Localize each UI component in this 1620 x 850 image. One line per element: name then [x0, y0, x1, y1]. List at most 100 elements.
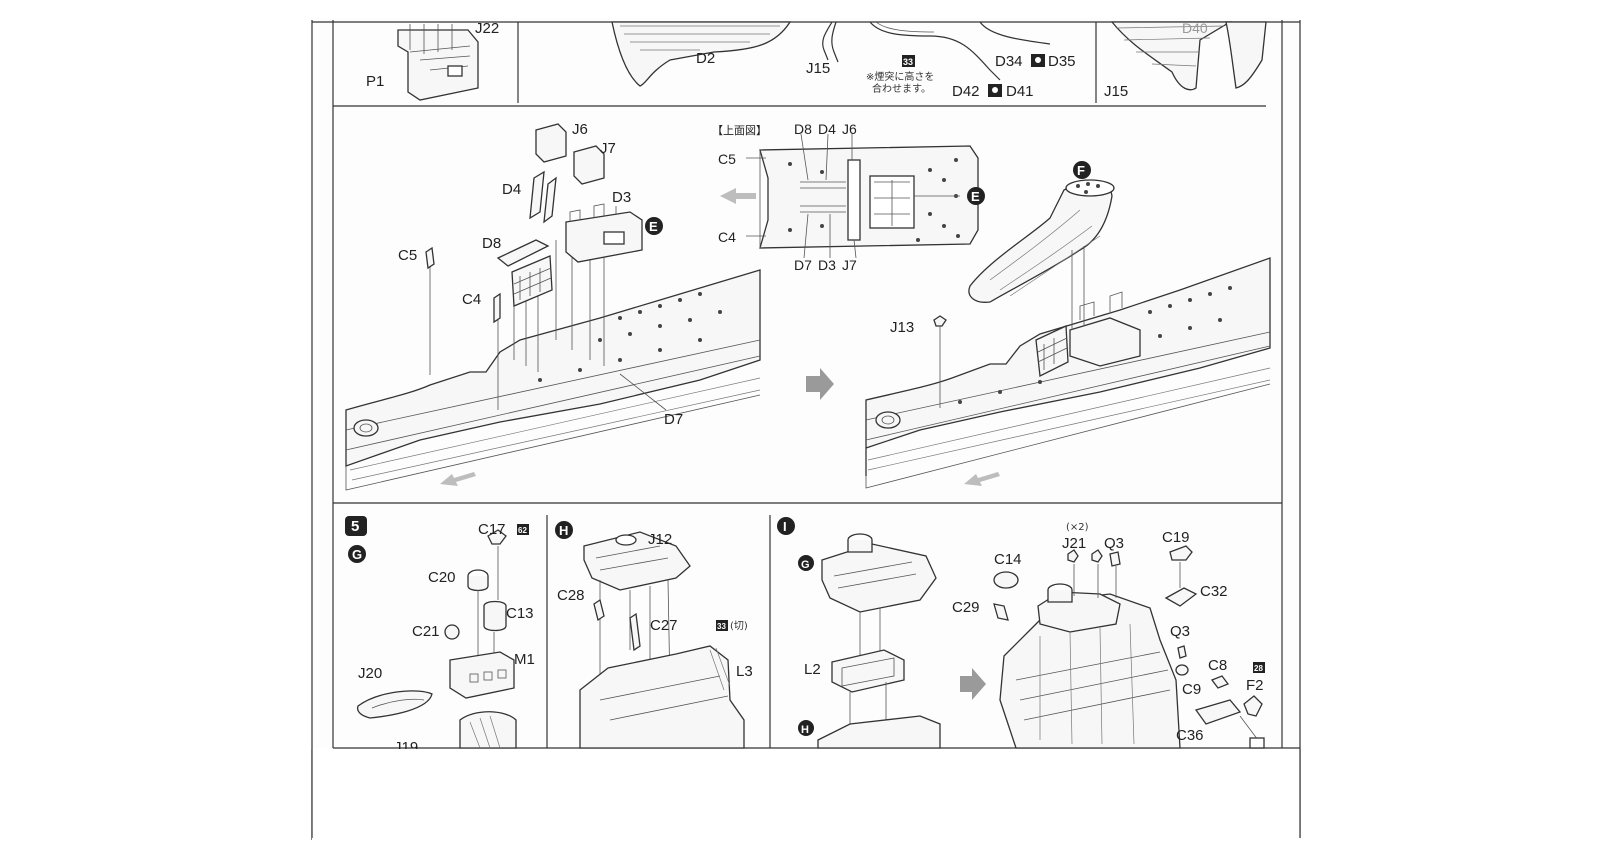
part-l3-drawing	[709, 647, 731, 691]
label-c20: C20	[428, 569, 456, 586]
part-q3-mid-drawing	[1177, 645, 1187, 659]
note-x2: (×2)	[1066, 522, 1089, 533]
part-c9-drawing	[1175, 664, 1189, 676]
badge-62	[517, 524, 529, 535]
arrow-next-step	[806, 368, 834, 400]
turret-ring-right	[875, 411, 901, 429]
step5-panel: 5 G C17 62 C20 C13 C21 M1 J20 J19	[345, 516, 1265, 756]
turret-ring-left	[353, 419, 379, 437]
label-j21: J21	[1062, 535, 1086, 552]
badge-i-sub-text: I	[783, 519, 787, 534]
part-d7-drawing	[511, 255, 553, 307]
sub-h-drawing	[579, 531, 745, 749]
arrow-bow-left	[440, 472, 476, 486]
top-view-label-c4: C4	[718, 229, 736, 245]
note-cut: (切)	[730, 620, 748, 632]
badge-h-sub	[555, 521, 573, 539]
top-view-label-j7: J7	[842, 257, 857, 273]
part-f2-drawing	[1243, 695, 1263, 717]
part-m1-drawing	[449, 651, 515, 699]
part-c17-drawing	[487, 529, 507, 545]
part-j15-drawing	[822, 21, 839, 63]
part-c21-drawing	[444, 624, 460, 640]
label-d4: D4	[502, 181, 521, 198]
sub-i-right-drawing	[993, 545, 1265, 749]
label-d2: D2	[696, 50, 715, 67]
part-j7-drawing	[573, 145, 605, 185]
part-c36-drawing	[1194, 699, 1242, 725]
label-d40: D40	[1182, 20, 1208, 36]
badge-f-text: F	[1077, 163, 1085, 178]
part-j6-drawing	[535, 123, 567, 163]
sub-i-left-drawing	[817, 533, 941, 749]
badge-62-text: 62	[518, 526, 527, 535]
badge-e-left-text: E	[649, 219, 658, 234]
part-c5-drawing	[425, 246, 435, 270]
middle-panel: J6 J7 D4 D3 D8 C5 C4 D7 E	[345, 121, 1271, 491]
part-c19-drawing	[1169, 545, 1193, 561]
badge-28-text: 28	[1254, 664, 1263, 673]
label-d35: D35	[1048, 53, 1076, 70]
badge-e-top-view-text: E	[971, 189, 980, 204]
badge-33-h	[716, 620, 728, 631]
badge-e-top-view	[967, 187, 985, 205]
part-p1-drawing	[397, 24, 479, 101]
label-j7: J7	[600, 140, 616, 157]
part-d40-drawing	[1110, 21, 1267, 91]
note-funnel-height-1: ※煙突に高さを	[866, 70, 934, 83]
part-d2-drawing	[611, 21, 792, 87]
label-d7: D7	[664, 411, 683, 428]
label-d42: D42	[952, 83, 980, 100]
badge-g-in-i	[798, 555, 814, 571]
part-j19-drawing	[459, 711, 517, 749]
part-c14-drawing	[993, 571, 1019, 589]
step-number-badge	[345, 516, 367, 536]
part-j20-drawing	[356, 690, 433, 719]
badge-33-h-text: 33	[717, 622, 726, 631]
badge-i-sub	[777, 517, 795, 535]
label-j15-right: J15	[1104, 83, 1128, 100]
label-c27: C27	[650, 617, 678, 634]
label-j20: J20	[358, 665, 382, 682]
label-c17: C17	[478, 521, 506, 538]
part-c8-drawing	[1210, 675, 1230, 689]
part-j12-drawing	[583, 531, 691, 591]
part-c27-drawing	[629, 612, 641, 652]
top-view-diagram	[746, 133, 979, 259]
badge-e-left	[645, 217, 663, 235]
label-c8: C8	[1208, 657, 1227, 674]
label-j15-left: J15	[806, 60, 830, 77]
label-j6: J6	[572, 121, 588, 138]
label-c5: C5	[398, 247, 417, 264]
label-c29: C29	[952, 599, 980, 616]
label-c28: C28	[557, 587, 585, 604]
label-l3: L3	[736, 663, 753, 680]
label-f2: F2	[1246, 677, 1264, 694]
part-c28-drawing	[593, 598, 605, 622]
badge-h-sub-text: H	[559, 523, 568, 538]
top-view-label-d7: D7	[794, 257, 812, 273]
badge-33-top-text: 33	[903, 57, 913, 67]
part-j21b-drawing	[1091, 549, 1103, 563]
label-c14: C14	[994, 551, 1022, 568]
badge-28	[1253, 662, 1265, 673]
hull-right-drawing	[865, 257, 1271, 489]
label-j13: J13	[890, 319, 914, 336]
part-c4-drawing	[493, 292, 501, 324]
badge-h-in-i-text: H	[801, 724, 809, 736]
part-j21a-drawing	[1067, 549, 1079, 563]
badge-g-sub-text: G	[352, 547, 362, 562]
top-view-label-j6: J6	[842, 121, 857, 137]
arrow-step5-next	[960, 668, 986, 700]
label-l2: L2	[804, 661, 821, 678]
label-c13: C13	[506, 605, 534, 622]
label-d41: D41	[1006, 83, 1034, 100]
top-view-title: 【上面図】	[712, 124, 767, 137]
top-strip: 33 J22 P1 D2 J15 D34 D35 D42 D41 J15 D40…	[366, 20, 1267, 101]
part-c32-drawing	[1164, 587, 1198, 607]
sub-g-drawing	[356, 529, 517, 749]
label-d34: D34	[995, 53, 1023, 70]
badge-g-sub	[348, 545, 366, 563]
label-m1: M1	[514, 651, 535, 668]
badge-33-top	[902, 55, 915, 67]
